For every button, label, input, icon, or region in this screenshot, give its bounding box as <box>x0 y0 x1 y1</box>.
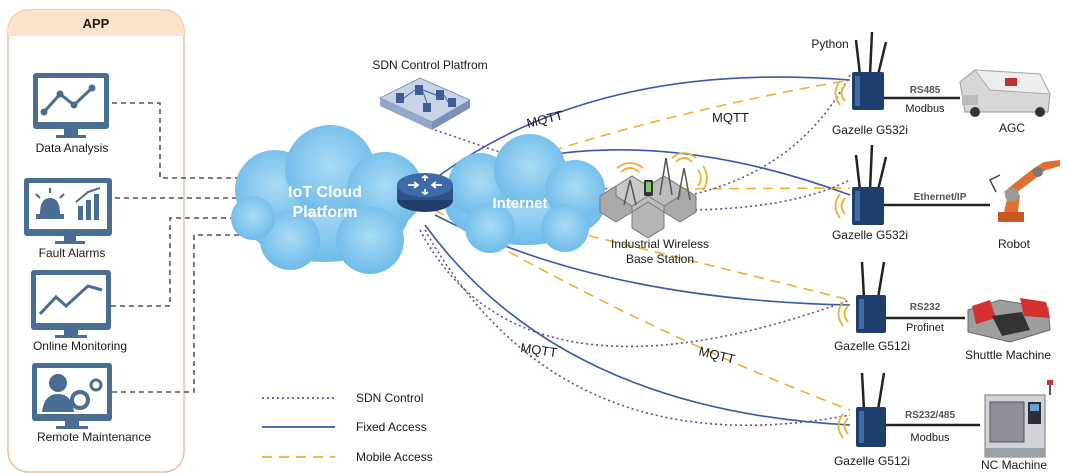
industrial-wireless-base-station: Industrial Wireless Base Station <box>599 152 709 266</box>
app-item-data-analysis[interactable]: Data Analysis <box>33 73 109 155</box>
line-chart-icon <box>33 73 109 138</box>
legend-item-sdn-control: SDN Control <box>262 391 423 405</box>
link-protocol-bottom: Modbus <box>910 432 950 444</box>
legend-label: Mobile Access <box>356 450 433 464</box>
maintenance-icon <box>32 363 112 429</box>
device-row-shuttle: RS232 Profinet Gazelle G512i Shuttle Mac… <box>834 261 1051 362</box>
app-item-label: Data Analysis <box>36 141 109 155</box>
machine-label: AGC <box>999 121 1025 135</box>
legend: SDN Control Fixed Access Mobile Access <box>262 391 433 464</box>
sdn-topology-icon <box>378 77 472 130</box>
app-item-online-monitoring[interactable]: Online Monitoring <box>31 270 127 353</box>
router-device-icon <box>834 31 888 110</box>
mqtt-label: MQTT <box>712 110 749 125</box>
machine-label: Shuttle Machine <box>965 348 1051 362</box>
legend-item-mobile-access: Mobile Access <box>262 450 433 464</box>
link-protocol-bottom: Modbus <box>905 103 945 115</box>
app-panel: APP <box>7 9 185 473</box>
iot-cloud-platform: IoT Cloud Platform <box>231 125 423 274</box>
device-row-robot: Ethernet/IP Gazelle G532i Robot <box>832 144 1060 251</box>
app-item-label: Online Monitoring <box>33 339 127 353</box>
wifi-signal-icon <box>616 152 708 191</box>
cell-tower-icon <box>623 157 691 206</box>
link-protocol-top: RS232/485 <box>905 410 955 421</box>
monitoring-icon <box>31 270 111 338</box>
base-station-label-line1: Industrial Wireless <box>611 237 709 251</box>
nc-machine-icon <box>984 380 1053 458</box>
alarm-chart-icon <box>24 178 112 244</box>
base-station-label-line2: Base Station <box>626 252 694 266</box>
internet-label: Internet <box>492 195 547 212</box>
router-device-icon <box>834 144 888 225</box>
link-protocol-top: RS232 <box>910 302 941 313</box>
legend-item-fixed-access: Fixed Access <box>262 420 427 434</box>
base-station-hex-icon <box>599 175 697 239</box>
router-device-icon <box>837 261 886 333</box>
sdn-platform: SDN Control Platfrom <box>372 58 488 130</box>
router-model-label: Gazelle G512i <box>834 454 910 468</box>
mqtt-label: MQTT <box>525 107 564 130</box>
app-connectors <box>111 102 248 393</box>
device-row-nc: RS232/485 Modbus Gazelle G512i NC Machin… <box>834 372 1053 472</box>
app-item-remote-maintenance[interactable]: Remote Maintenance <box>32 363 151 444</box>
phone-icon <box>644 180 653 196</box>
legend-label: Fixed Access <box>356 420 427 434</box>
app-item-label: Fault Alarms <box>39 246 106 260</box>
cloud-label-line2: Platform <box>293 204 358 221</box>
router-device-icon <box>837 372 886 447</box>
machine-label: Robot <box>998 237 1031 251</box>
cloud-label-line1: IoT Cloud <box>288 184 362 201</box>
internet-cloud: Internet <box>445 134 605 253</box>
app-item-fault-alarms[interactable]: Fault Alarms <box>24 178 112 260</box>
machine-label: NC Machine <box>981 458 1047 472</box>
mqtt-label: MQTT <box>697 343 736 366</box>
app-panel-title: APP <box>83 16 110 31</box>
robot-arm-icon <box>988 160 1060 222</box>
router-model-label: Gazelle G512i <box>834 339 910 353</box>
sdn-platform-label: SDN Control Platfrom <box>372 58 487 72</box>
legend-label: SDN Control <box>356 391 423 405</box>
shuttle-machine-icon <box>967 298 1051 343</box>
link-protocol-top: RS485 <box>910 85 941 96</box>
link-protocol-top: Ethernet/IP <box>914 192 967 203</box>
mqtt-label: MQTT <box>520 340 559 360</box>
router-hub-icon <box>397 173 453 212</box>
router-model-label: Gazelle G532i <box>832 123 908 137</box>
device-tag: Python <box>811 37 848 51</box>
app-item-label: Remote Maintenance <box>37 430 151 444</box>
router-model-label: Gazelle G532i <box>832 228 908 242</box>
link-protocol-bottom: Profinet <box>906 322 944 334</box>
device-row-agc: Python RS485 Modbus Gazelle G532i AGC <box>811 31 1051 137</box>
agc-vehicle-icon <box>959 69 1051 117</box>
